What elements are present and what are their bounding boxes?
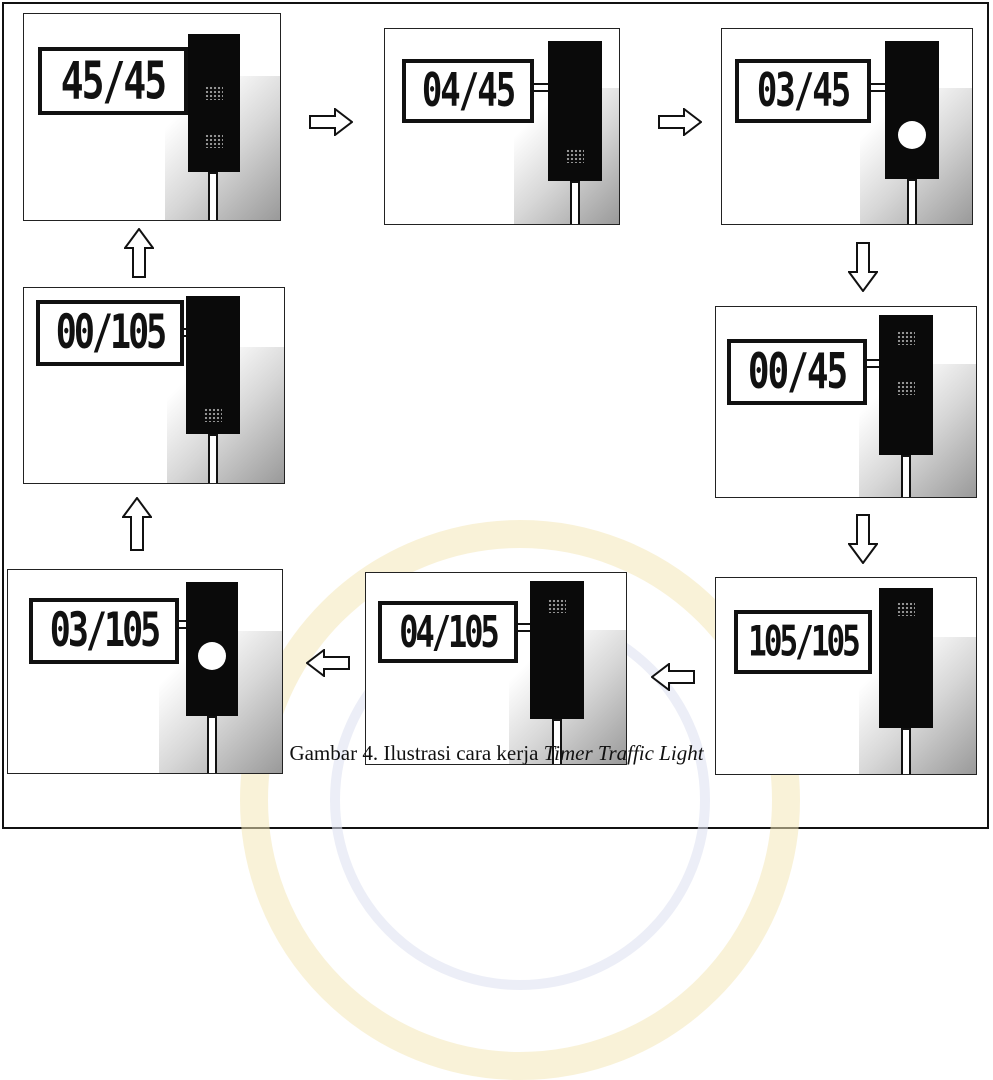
traffic-light-housing — [885, 41, 939, 179]
dim-lamp-lower — [566, 149, 584, 163]
traffic-light-housing — [530, 581, 584, 719]
countdown-display: 04/45 — [402, 59, 534, 123]
traffic-light-panel-6: 04/105 — [365, 572, 627, 765]
dim-lamp-upper — [897, 331, 915, 345]
traffic-light-panel-2: 04/45 — [384, 28, 620, 225]
traffic-light-pole — [208, 434, 218, 484]
countdown-display: 45/45 — [38, 47, 188, 115]
dim-lamp-upper — [205, 86, 223, 100]
traffic-light-panel-8: 00/105 — [23, 287, 285, 484]
dim-lamp-middle — [897, 381, 915, 395]
traffic-light-housing — [879, 315, 933, 455]
arrow-left-icon — [306, 649, 350, 677]
active-lamp — [898, 121, 926, 149]
arrow-up-icon — [124, 228, 154, 278]
traffic-light-panel-4: 00/45 — [715, 306, 977, 498]
traffic-light-housing — [186, 296, 240, 434]
arrow-left-icon — [651, 663, 695, 691]
dim-lamp-upper — [548, 599, 566, 613]
arrow-right-icon — [658, 108, 702, 136]
arrow-up-icon — [122, 497, 152, 551]
traffic-light-pole — [570, 181, 580, 225]
traffic-light-housing — [186, 582, 238, 716]
arrow-down-icon — [848, 514, 878, 564]
traffic-light-pole — [901, 455, 911, 498]
traffic-light-panel-1: 45/45 — [23, 13, 281, 221]
traffic-light-housing — [548, 41, 602, 181]
traffic-light-housing — [879, 588, 933, 728]
active-lamp — [198, 642, 226, 670]
traffic-light-pole — [208, 172, 218, 221]
traffic-light-pole — [907, 179, 917, 225]
dim-lamp-lower — [205, 134, 223, 148]
dim-lamp-lower — [204, 408, 222, 422]
countdown-display: 04/105 — [378, 601, 518, 663]
countdown-display: 105/105 — [734, 610, 872, 674]
arrow-right-icon — [309, 108, 353, 136]
countdown-display: 00/45 — [727, 339, 867, 405]
countdown-display: 03/45 — [735, 59, 871, 123]
traffic-light-panel-3: 03/45 — [721, 28, 973, 225]
countdown-display: 03/105 — [29, 598, 179, 664]
figure-caption: Gambar 4. Ilustrasi cara kerja Timer Tra… — [0, 741, 993, 766]
countdown-display: 00/105 — [36, 300, 184, 366]
traffic-light-housing — [188, 34, 240, 172]
arrow-down-icon — [848, 242, 878, 292]
dim-lamp-upper — [897, 602, 915, 616]
